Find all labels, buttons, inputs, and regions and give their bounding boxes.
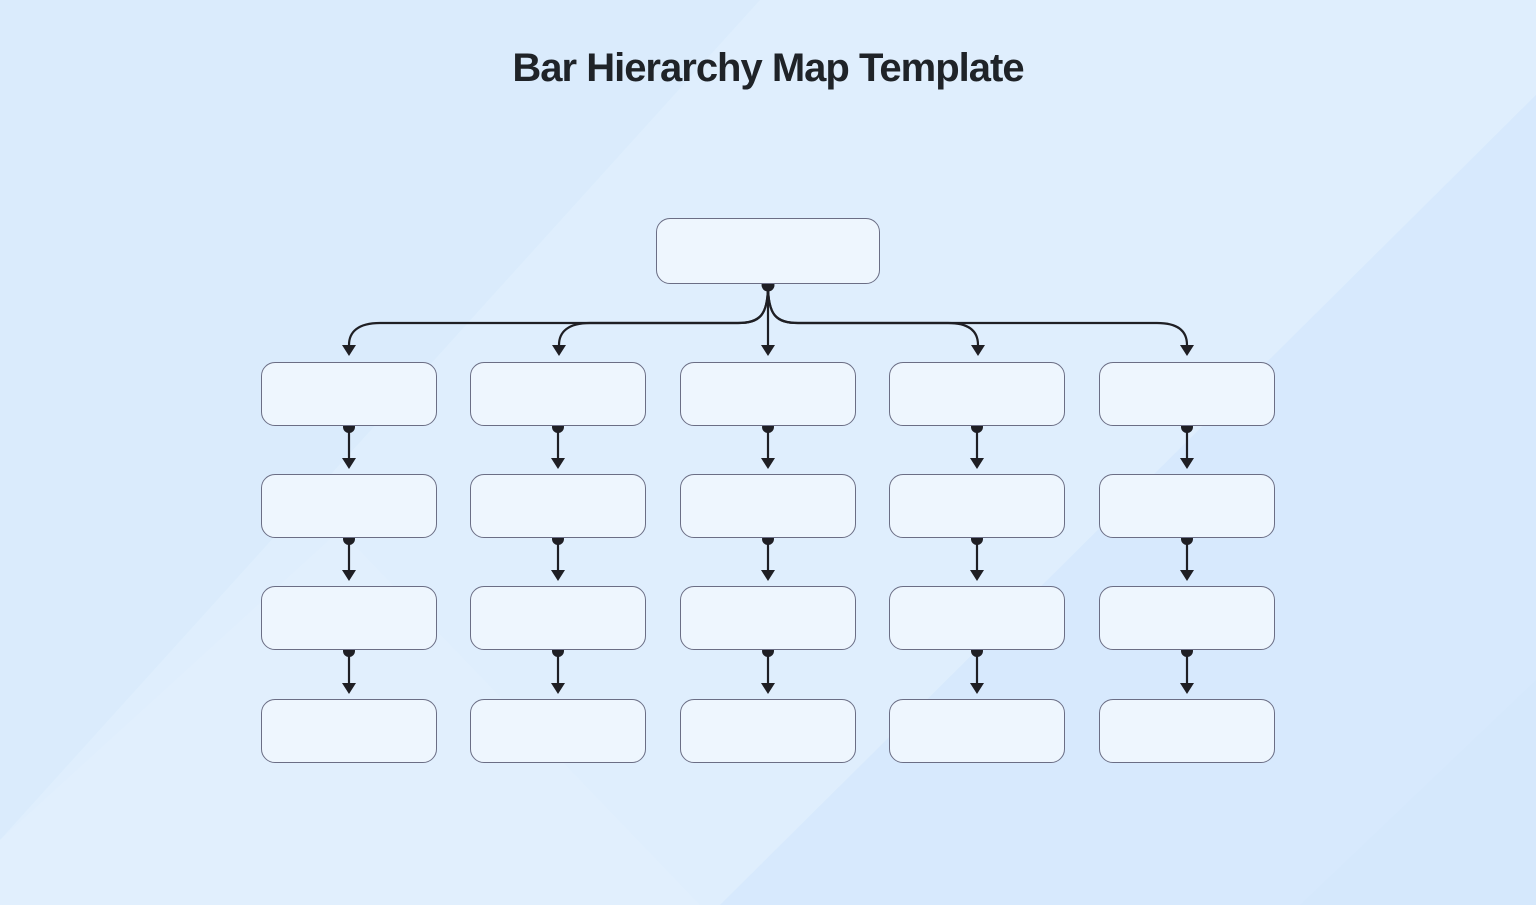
node-col1-row1[interactable] [261, 362, 437, 426]
node-label [1100, 700, 1274, 762]
node-col4-row1[interactable] [889, 362, 1065, 426]
node-label [262, 587, 436, 649]
node-col3-row4[interactable] [680, 699, 856, 763]
node-label [1100, 363, 1274, 425]
node-col2-row1[interactable] [470, 362, 646, 426]
node-label [262, 363, 436, 425]
page-title: Bar Hierarchy Map Template [512, 46, 1024, 90]
node-col3-row2[interactable] [680, 474, 856, 538]
root-node[interactable] [656, 218, 880, 284]
node-col4-row3[interactable] [889, 586, 1065, 650]
root-node-label [657, 219, 879, 283]
node-label [681, 475, 855, 537]
node-col4-row2[interactable] [889, 474, 1065, 538]
node-col1-row3[interactable] [261, 586, 437, 650]
node-label [471, 363, 645, 425]
node-col4-row4[interactable] [889, 699, 1065, 763]
node-col5-row1[interactable] [1099, 362, 1275, 426]
node-col2-row4[interactable] [470, 699, 646, 763]
node-label [262, 475, 436, 537]
node-label [1100, 587, 1274, 649]
node-col2-row3[interactable] [470, 586, 646, 650]
node-label [262, 700, 436, 762]
node-col3-row1[interactable] [680, 362, 856, 426]
node-col3-row3[interactable] [680, 586, 856, 650]
node-label [890, 700, 1064, 762]
node-label [681, 700, 855, 762]
node-label [471, 587, 645, 649]
node-label [890, 363, 1064, 425]
node-col1-row4[interactable] [261, 699, 437, 763]
node-col5-row4[interactable] [1099, 699, 1275, 763]
node-label [890, 587, 1064, 649]
node-label [471, 700, 645, 762]
node-col2-row2[interactable] [470, 474, 646, 538]
node-label [681, 587, 855, 649]
node-label [890, 475, 1064, 537]
node-label [471, 475, 645, 537]
node-label [1100, 475, 1274, 537]
node-col5-row3[interactable] [1099, 586, 1275, 650]
node-col1-row2[interactable] [261, 474, 437, 538]
node-col5-row2[interactable] [1099, 474, 1275, 538]
node-label [681, 363, 855, 425]
